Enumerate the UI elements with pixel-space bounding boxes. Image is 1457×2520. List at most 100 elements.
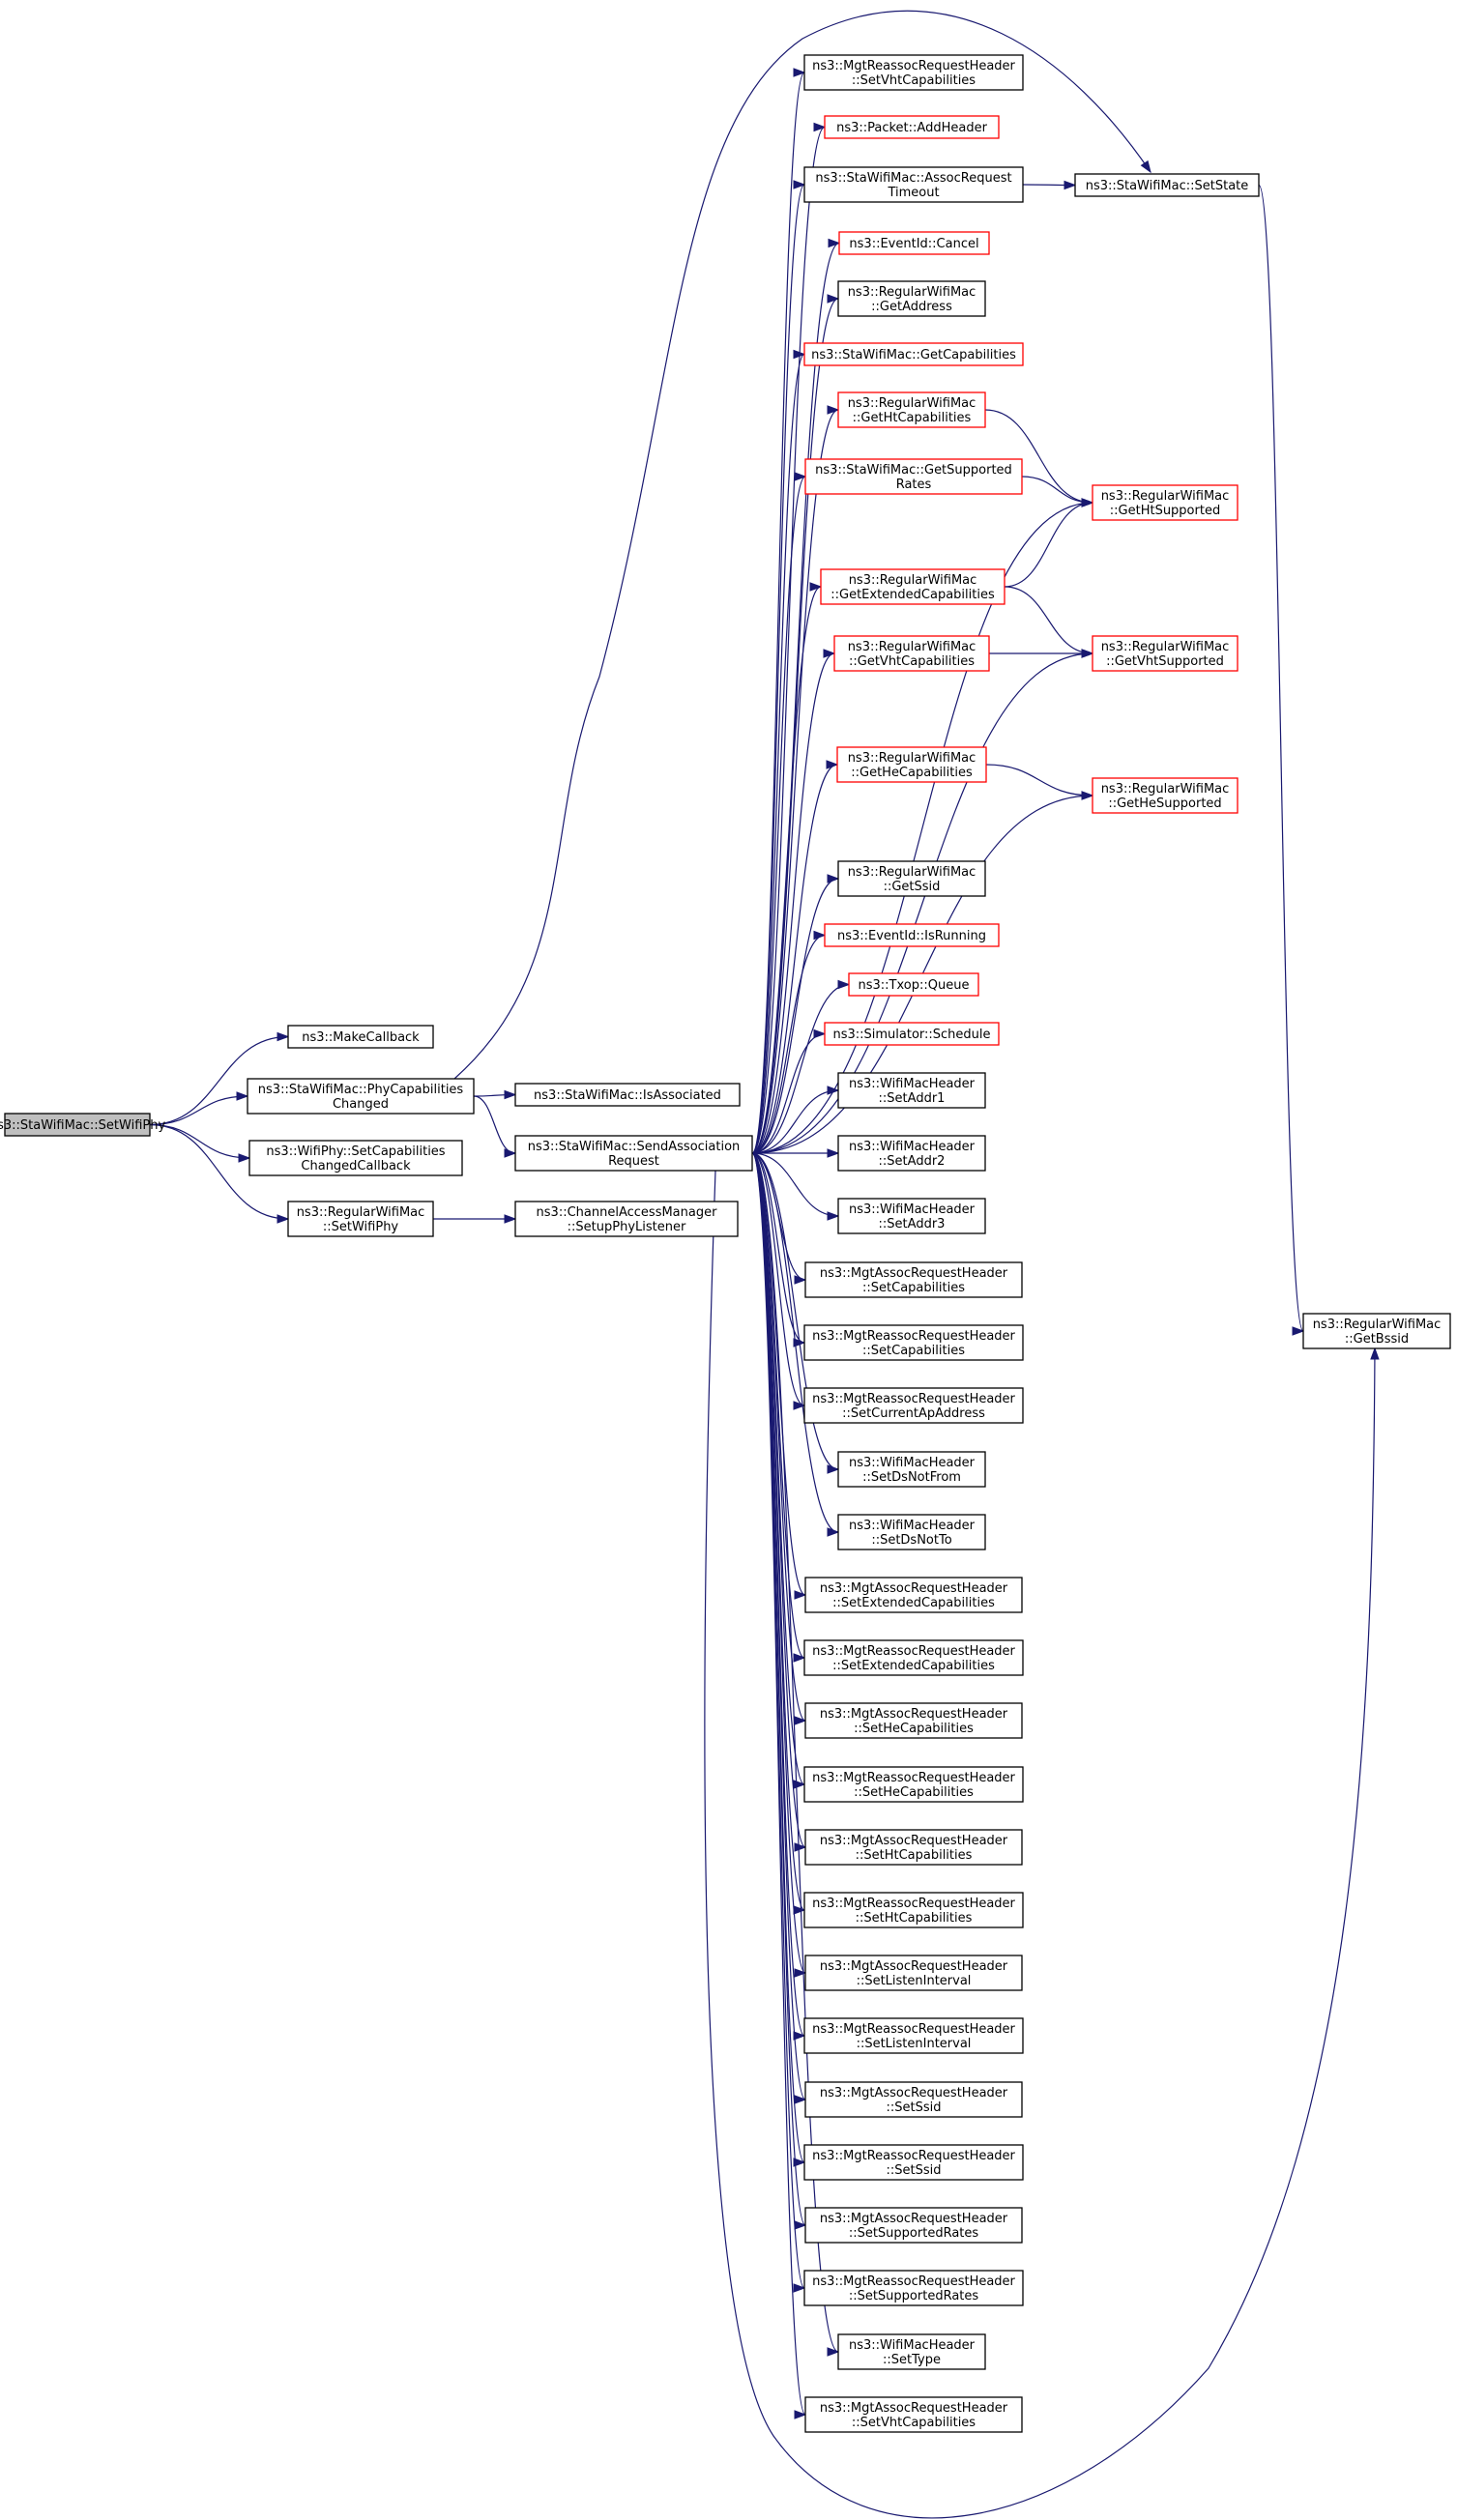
node-getvhtsupported[interactable]: ns3::RegularWifiMac::GetVhtSupported — [1092, 635, 1238, 672]
node-as_setlisten[interactable]: ns3::MgtAssocRequestHeader::SetListenInt… — [804, 1955, 1023, 1991]
node-setaddr3[interactable]: ns3::WifiMacHeader::SetAddr3 — [837, 1198, 986, 1234]
node-label: ::GetHtSupported — [1110, 504, 1220, 518]
edge-arrowhead — [827, 405, 840, 415]
node-label: ::SetHeCapabilities — [854, 1722, 974, 1736]
edge-line — [751, 983, 850, 1154]
node-box — [804, 2081, 1023, 2118]
node-setstate[interactable]: ns3::StaWifiMac::SetState — [1074, 173, 1260, 197]
edge-line — [751, 1152, 839, 1470]
node-layer: ns3::StaWifiMac::SetWifiPhy ns3::MakeCall… — [0, 54, 1451, 2433]
node-schedule[interactable]: ns3::Simulator::Schedule — [824, 1022, 1000, 1046]
edge-line — [751, 476, 806, 1154]
node-as_setvht[interactable]: ns3::MgtAssocRequestHeader::SetVhtCapabi… — [804, 2396, 1023, 2433]
node-label: ns3::WifiMacHeader — [849, 1077, 976, 1091]
node-setcapchangedcb[interactable]: ns3::WifiPhy::SetCapabilitiesChangedCall… — [248, 1140, 463, 1176]
node-label: ns3::MgtAssocRequestHeader — [820, 1834, 1008, 1848]
node-cancel[interactable]: ns3::EventId::Cancel — [838, 231, 990, 255]
edge-sendassocreq-to-as_setlisten — [751, 1152, 807, 1978]
node-label: ns3::Packet::AddHeader — [836, 121, 987, 135]
node-box — [837, 1198, 986, 1234]
node-box — [838, 231, 990, 255]
edge-assocreqtimeout-to-setstate — [1022, 180, 1077, 190]
node-getvhtcap[interactable]: ns3::RegularWifiMac::GetVhtCapabilities — [833, 635, 990, 672]
node-label: ::SetDsNotFrom — [862, 1470, 961, 1485]
node-label: ::SetHeCapabilities — [854, 1785, 974, 1800]
edge-line — [751, 652, 835, 1154]
node-label: ns3::MgtReassocRequestHeader — [812, 1771, 1015, 1785]
node-setdsnotfrom[interactable]: ns3::WifiMacHeader::SetDsNotFrom — [837, 1451, 986, 1488]
edge-setstate-to-getbssid — [1258, 184, 1305, 1336]
node-re_setsupprates[interactable]: ns3::MgtReassocRequestHeader::SetSupport… — [803, 2270, 1024, 2306]
node-isrunning[interactable]: ns3::EventId::IsRunning — [824, 923, 1000, 947]
node-gethtcap[interactable]: ns3::RegularWifiMac::GetHtCapabilities — [837, 391, 986, 428]
node-re_sethtcap[interactable]: ns3::MgtReassocRequestHeader::SetHtCapab… — [803, 1892, 1024, 1928]
node-makecallback[interactable]: ns3::MakeCallback — [287, 1025, 434, 1049]
node-box — [824, 1022, 1000, 1046]
node-label: ::SetType — [883, 2353, 941, 2367]
edge-line — [751, 1152, 806, 1722]
node-label: ::SetDsNotTo — [871, 1533, 951, 1548]
node-re_sethecap[interactable]: ns3::MgtReassocRequestHeader::SetHeCapab… — [803, 1766, 1024, 1803]
edge-line — [984, 409, 1093, 504]
node-getbssid[interactable]: ns3::RegularWifiMac::GetBssid — [1302, 1313, 1451, 1349]
node-re_setvht_top[interactable]: ns3::MgtReassocRequestHeader::SetVhtCapa… — [803, 54, 1024, 91]
node-queue[interactable]: ns3::Txop::Queue — [848, 972, 979, 997]
node-getssid[interactable]: ns3::RegularWifiMac::GetSsid — [837, 860, 986, 897]
edge-arrowhead — [813, 122, 827, 132]
node-as_sethtcap[interactable]: ns3::MgtAssocRequestHeader::SetHtCapabil… — [804, 1829, 1023, 1866]
edge-arrowhead — [504, 1214, 517, 1224]
node-getcapabilities[interactable]: ns3::StaWifiMac::GetCapabilities — [803, 342, 1024, 366]
node-re_setssid[interactable]: ns3::MgtReassocRequestHeader::SetSsid — [803, 2144, 1024, 2181]
node-getaddress[interactable]: ns3::RegularWifiMac::GetAddress — [837, 280, 986, 317]
edge-arrowhead — [793, 1653, 806, 1663]
node-box — [1092, 635, 1238, 672]
node-label: ::SetCapabilities — [862, 1344, 965, 1358]
edge-setwifiphy-to-phycapchanged — [149, 1091, 249, 1126]
node-getextcap[interactable]: ns3::RegularWifiMac::GetExtendedCapabili… — [820, 568, 1005, 605]
node-box — [803, 2017, 1024, 2054]
edge-line — [1258, 184, 1304, 1332]
node-re_setlisten[interactable]: ns3::MgtReassocRequestHeader::SetListenI… — [803, 2017, 1024, 2054]
edge-sendassocreq-to-gethecap — [751, 760, 839, 1154]
edge-sendassocreq-to-assocreqtimeout — [751, 180, 806, 1154]
node-box — [824, 923, 1000, 947]
node-setwifiphy[interactable]: ns3::StaWifiMac::SetWifiPhy — [0, 1113, 165, 1137]
node-as_sethecap[interactable]: ns3::MgtAssocRequestHeader::SetHeCapabil… — [804, 1702, 1023, 1739]
edge-line — [751, 1152, 805, 1406]
edge-arrowhead — [827, 1148, 840, 1158]
node-rwm_setwifiphy[interactable]: ns3::RegularWifiMac::SetWifiPhy — [287, 1201, 434, 1237]
node-re_setcap[interactable]: ns3::MgtReassocRequestHeader::SetCapabil… — [803, 1324, 1024, 1361]
node-label: ns3::MgtReassocRequestHeader — [812, 2149, 1015, 2163]
node-re_setextcap[interactable]: ns3::MgtReassocRequestHeader::SetExtende… — [803, 1639, 1024, 1676]
node-setupphylistener[interactable]: ns3::ChannelAccessManager::SetupPhyListe… — [514, 1201, 739, 1237]
node-gethesupported[interactable]: ns3::RegularWifiMac::GetHeSupported — [1092, 777, 1238, 814]
edge-arrowhead — [236, 1091, 249, 1101]
edge-arrowhead — [794, 2220, 807, 2230]
node-box — [803, 1639, 1024, 1676]
edge-arrowhead — [794, 1590, 807, 1600]
node-as_setextcap[interactable]: ns3::MgtAssocRequestHeader::SetExtendedC… — [804, 1577, 1023, 1613]
edge-phycapchanged-to-isassociated — [473, 1089, 517, 1100]
node-as_setcap[interactable]: ns3::MgtAssocRequestHeader::SetCapabilit… — [804, 1261, 1023, 1298]
edge-line — [453, 10, 1151, 1080]
node-box — [803, 1324, 1024, 1361]
node-setaddr2[interactable]: ns3::WifiMacHeader::SetAddr2 — [837, 1135, 986, 1172]
node-label: ns3::RegularWifiMac — [1101, 489, 1230, 504]
node-as_setssid[interactable]: ns3::MgtAssocRequestHeader::SetSsid — [804, 2081, 1023, 2118]
node-isassociated[interactable]: ns3::StaWifiMac::IsAssociated — [514, 1083, 741, 1107]
node-setdsnotto[interactable]: ns3::WifiMacHeader::SetDsNotTo — [837, 1514, 986, 1550]
node-settype[interactable]: ns3::WifiMacHeader::SetType — [837, 2333, 986, 2370]
node-label: ns3::MgtAssocRequestHeader — [820, 2086, 1008, 2100]
node-as_setsupprates[interactable]: ns3::MgtAssocRequestHeader::SetSupported… — [804, 2207, 1023, 2244]
node-label: ns3::WifiMacHeader — [849, 1140, 976, 1154]
node-label: ns3::MgtReassocRequestHeader — [812, 1329, 1015, 1344]
node-setaddr1[interactable]: ns3::WifiMacHeader::SetAddr1 — [837, 1072, 986, 1109]
node-gethtsupported[interactable]: ns3::RegularWifiMac::GetHtSupported — [1092, 484, 1238, 521]
node-gethecap[interactable]: ns3::RegularWifiMac::GetHeCapabilities — [836, 746, 987, 783]
node-re_setcurap[interactable]: ns3::MgtReassocRequestHeader::SetCurrent… — [803, 1387, 1024, 1424]
node-addheader[interactable]: ns3::Packet::AddHeader — [824, 115, 1000, 139]
